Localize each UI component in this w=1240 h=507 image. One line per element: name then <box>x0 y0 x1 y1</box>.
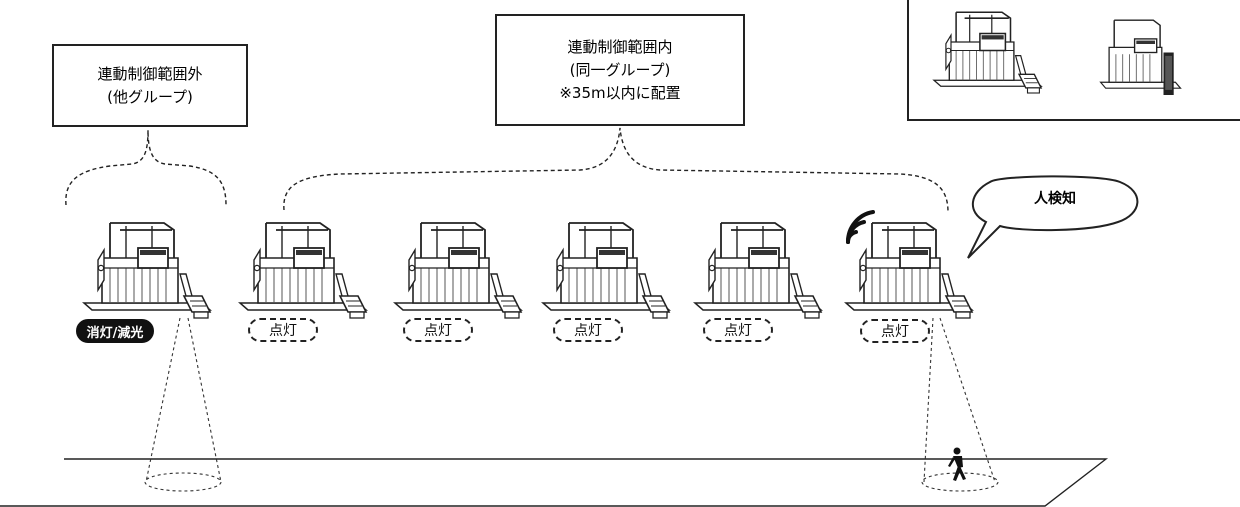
outside-group-label-box: 連動制御範囲外 (他グループ) <box>52 44 248 127</box>
inside-group-line-1: 連動制御範囲内 <box>567 37 673 56</box>
sensor-cone-left <box>144 317 222 492</box>
floor-plane <box>0 458 1109 507</box>
bracket-inside-group <box>283 127 949 213</box>
outside-group-line-1: 連動制御範囲外 <box>97 64 203 83</box>
status-badge-fixture-5: 点灯 <box>703 318 773 342</box>
speech-bubble <box>967 175 1139 259</box>
wireless-signal-icon <box>845 210 875 244</box>
speech-bubble-label: 人検知 <box>1034 191 1076 207</box>
walking-person-icon <box>948 447 966 481</box>
fixture-6 <box>845 222 973 319</box>
bracket-outside-group <box>65 129 227 206</box>
fixture-4 <box>542 222 670 319</box>
status-badge-fixture-3: 点灯 <box>403 318 473 342</box>
inside-group-line-3: ※35m以内に配置 <box>559 83 681 102</box>
inside-group-line-2: (同一グループ) <box>569 60 671 79</box>
status-badge-fixture-4: 点灯 <box>553 318 623 342</box>
status-badge-fixture-6: 点灯 <box>860 319 930 343</box>
fixture-3 <box>394 222 522 319</box>
status-badge-fixture-2: 点灯 <box>248 318 318 342</box>
fixture-5 <box>694 222 822 319</box>
outside-group-line-2: (他グループ) <box>107 87 193 106</box>
fixture-2 <box>239 222 367 319</box>
fixture-1 <box>83 222 211 319</box>
inside-group-label-box: 連動制御範囲内 (同一グループ) ※35m以内に配置 <box>495 14 745 126</box>
status-badge-fixture-1: 消灯/減光 <box>76 319 154 343</box>
